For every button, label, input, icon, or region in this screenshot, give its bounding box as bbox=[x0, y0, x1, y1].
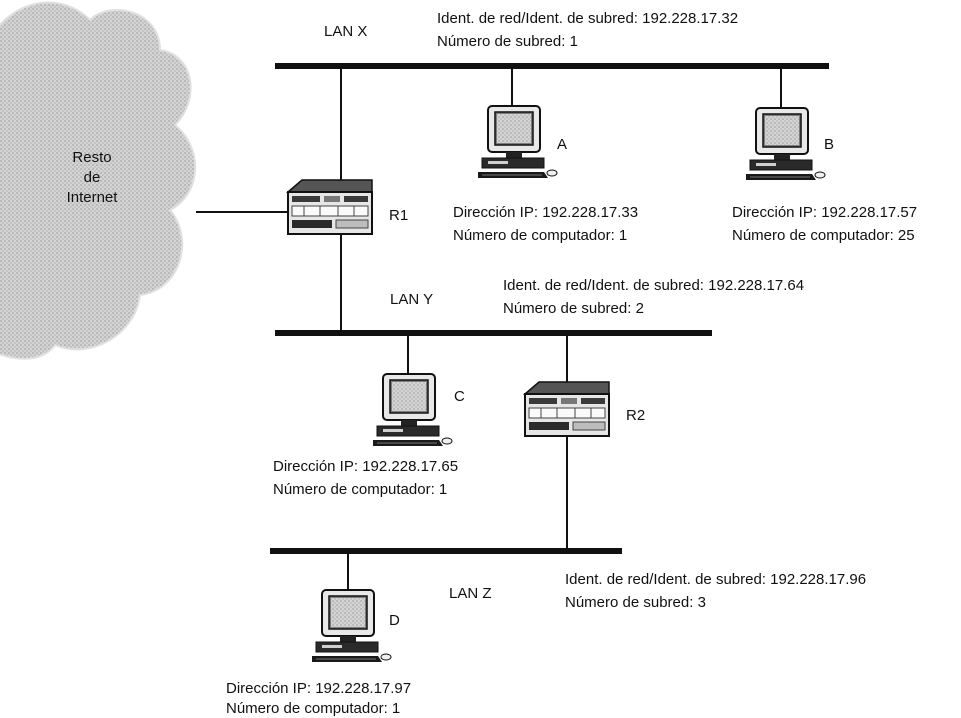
lan-y-subnet: Número de subred: 2 bbox=[503, 300, 644, 317]
host-b-label: B bbox=[824, 136, 835, 153]
host-d-number: Número de computador: 1 bbox=[226, 700, 401, 717]
lan-x-name: LAN X bbox=[324, 23, 368, 40]
computer-b-icon bbox=[746, 107, 826, 181]
computer-c-icon bbox=[373, 373, 453, 447]
router-r2-icon bbox=[523, 380, 611, 438]
internet-label-line2: de bbox=[83, 169, 101, 186]
lan-z-name: LAN Z bbox=[449, 585, 492, 602]
host-c-number: Número de computador: 1 bbox=[273, 481, 448, 498]
lan-z-net-id: Ident. de red/Ident. de subred: 192.228.… bbox=[565, 571, 867, 588]
lan-x-subnet: Número de subred: 1 bbox=[437, 33, 578, 50]
internet-label-line3: Internet bbox=[66, 189, 118, 206]
computer-d-icon bbox=[312, 589, 392, 663]
router-r1-icon bbox=[286, 178, 374, 236]
host-b-number: Número de computador: 25 bbox=[732, 227, 915, 244]
lan-y-net-id: Ident. de red/Ident. de subred: 192.228.… bbox=[503, 277, 805, 294]
host-d-label: D bbox=[389, 612, 400, 629]
lan-x-net-id: Ident. de red/Ident. de subred: 192.228.… bbox=[437, 10, 739, 27]
lan-z-subnet: Número de subred: 3 bbox=[565, 594, 706, 611]
internet-label: Resto de Internet bbox=[52, 148, 132, 208]
router-r2-label: R2 bbox=[626, 407, 646, 424]
host-c-ip: Dirección IP: 192.228.17.65 bbox=[273, 458, 459, 475]
host-a-number: Número de computador: 1 bbox=[453, 227, 628, 244]
host-c-label: C bbox=[454, 388, 465, 405]
host-a-label: A bbox=[557, 136, 568, 153]
computer-a-icon bbox=[478, 105, 558, 179]
internet-cloud bbox=[0, 1, 197, 360]
lan-y-name: LAN Y bbox=[390, 291, 434, 308]
internet-label-line1: Resto bbox=[72, 149, 112, 166]
host-b-ip: Dirección IP: 192.228.17.57 bbox=[732, 204, 918, 221]
router-r1-label: R1 bbox=[389, 207, 409, 224]
host-d-ip: Dirección IP: 192.228.17.97 bbox=[226, 680, 412, 697]
host-a-ip: Dirección IP: 192.228.17.33 bbox=[453, 204, 639, 221]
